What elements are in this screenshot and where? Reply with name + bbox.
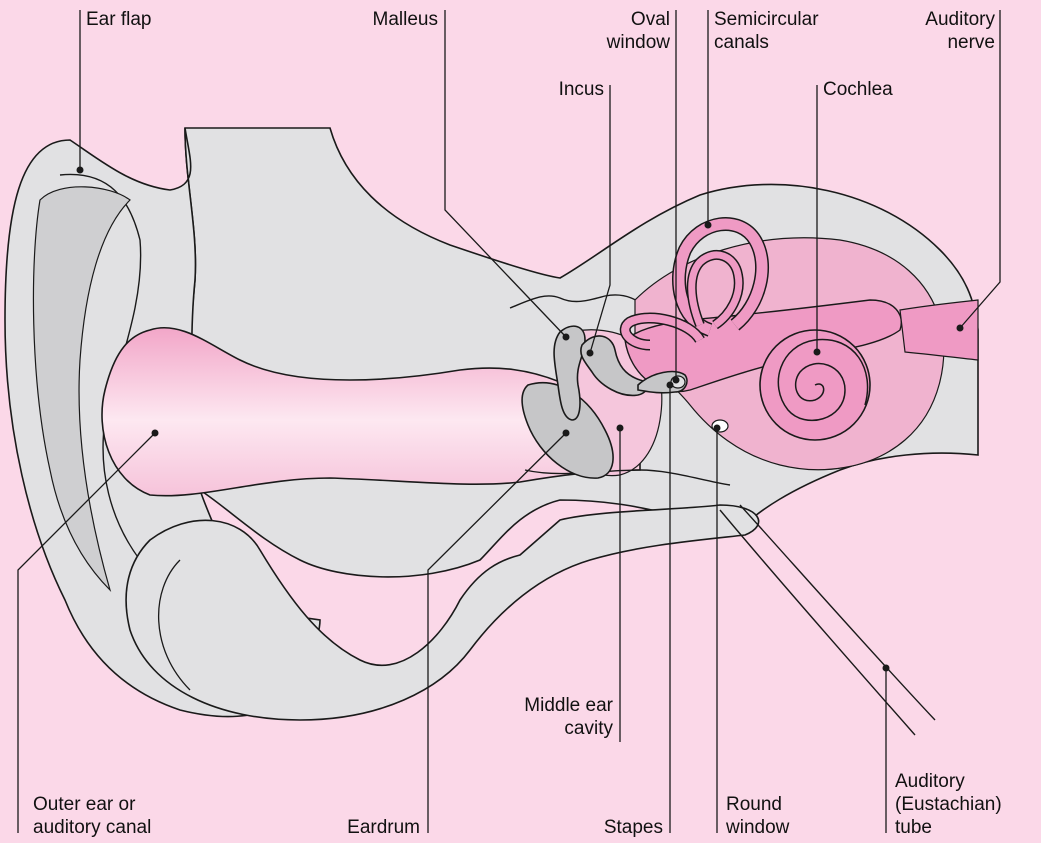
auditory-nerve: [900, 300, 978, 360]
label-middle-ear-cavity: Middle ear cavity: [524, 694, 613, 740]
label-ear-flap: Ear flap: [86, 8, 151, 31]
label-oval-window: Oval window: [607, 8, 670, 54]
label-malleus: Malleus: [373, 8, 438, 31]
leader-auditory-nerve: [960, 10, 1000, 328]
label-semicircular-canals: Semicircular canals: [714, 8, 819, 54]
label-outer-ear-canal: Outer ear or auditory canal: [33, 793, 151, 839]
label-eardrum: Eardrum: [347, 816, 420, 839]
label-stapes: Stapes: [604, 816, 663, 839]
label-incus: Incus: [559, 78, 604, 101]
label-auditory-nerve: Auditory nerve: [925, 8, 995, 54]
label-eustachian-tube: Auditory (Eustachian) tube: [895, 770, 1002, 839]
eustachian-tube: [740, 505, 935, 720]
label-round-window: Round window: [726, 793, 789, 839]
label-cochlea: Cochlea: [823, 78, 893, 101]
